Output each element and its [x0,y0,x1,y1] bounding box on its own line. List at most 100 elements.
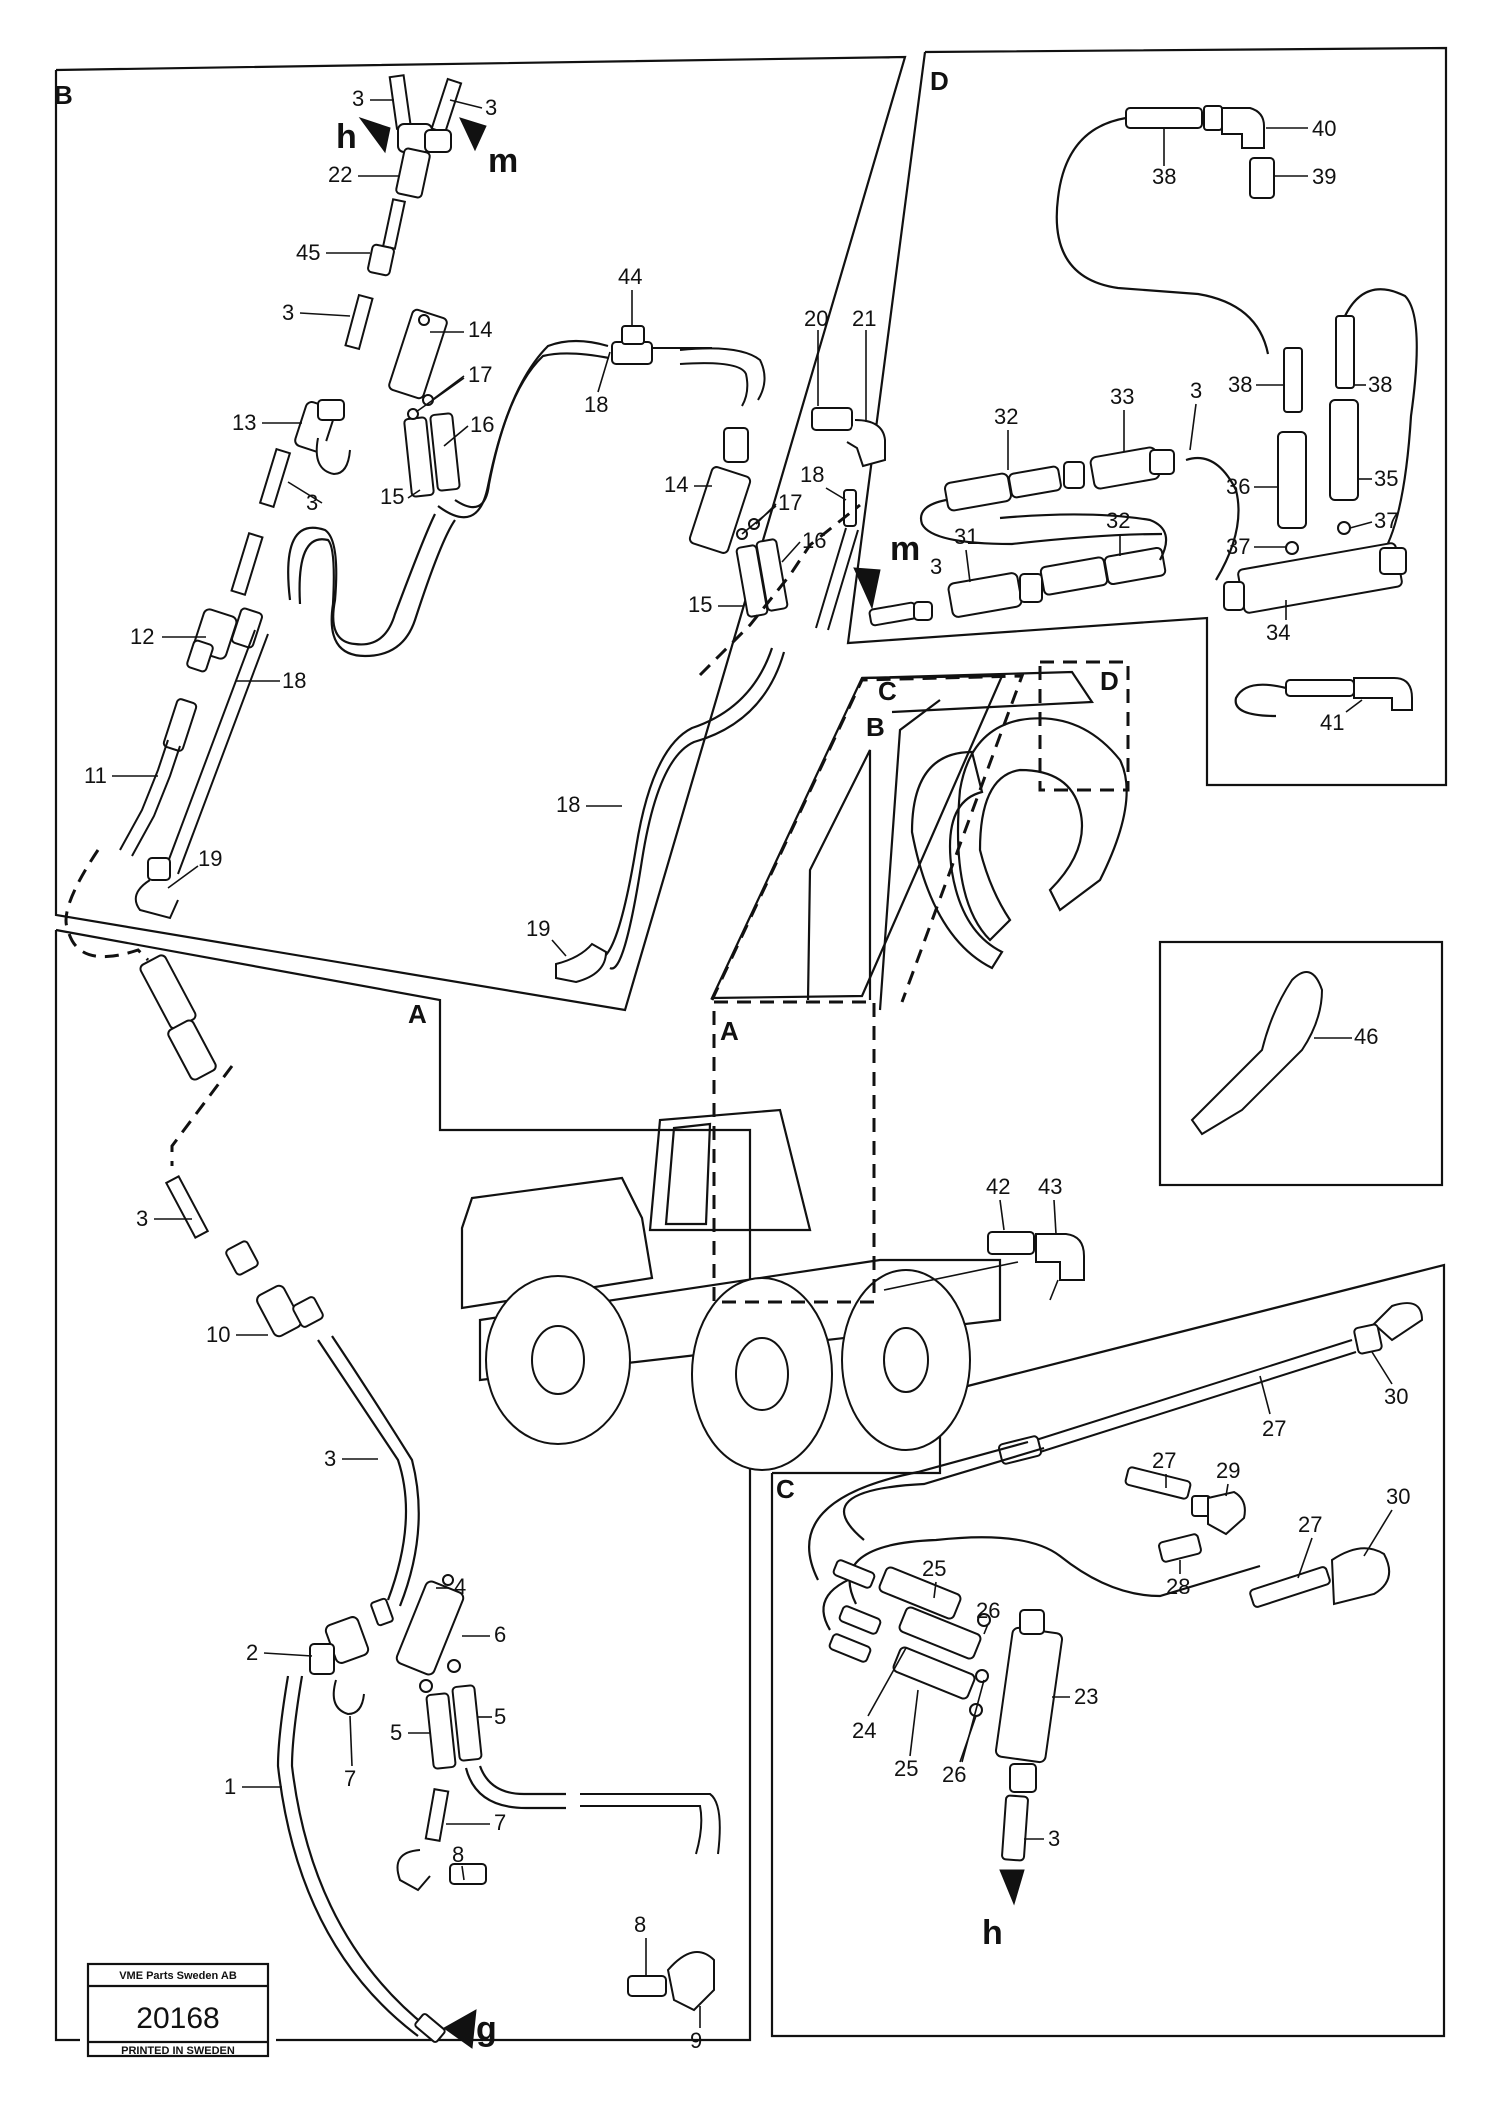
callout-a-8: 8 [634,1912,646,1937]
callout-c-29: 29 [1216,1458,1240,1483]
callout-a-7: 7 [494,1810,506,1835]
callout-d-31: 31 [954,524,978,549]
callout-d-41: 41 [1320,710,1344,735]
callout-d-38: 38 [1228,372,1252,397]
panel-b-parts [119,74,886,984]
callout-c-27: 27 [1152,1448,1176,1473]
drawing-stamp: VME Parts Sweden AB 20168 PRINTED IN SWE… [86,1962,270,2058]
section-label-c: C [776,1474,795,1504]
stamp-number: 20168 [136,2002,219,2035]
callout-b-3: 3 [282,300,294,325]
callout-c-25: 25 [894,1756,918,1781]
callout-c-26: 26 [976,1598,1000,1623]
callout-a-2: 2 [246,1640,258,1665]
callout-c-30: 30 [1386,1484,1410,1509]
section-label-b: B [54,80,73,110]
callout-d-40: 40 [1312,116,1336,141]
callout-b-20: 20 [804,306,828,331]
callout-42: 42 [986,1174,1010,1199]
machine-label-a: A [720,1016,739,1046]
callout-a-9: 9 [690,2028,702,2053]
callout-b-18: 18 [282,668,306,693]
section-label-a: A [408,999,427,1029]
panel-a-frame [54,928,752,2042]
callout-d-36: 36 [1226,474,1250,499]
callout-b-13: 13 [232,410,256,435]
callout-43: 43 [1038,1174,1062,1199]
callout-b-45: 45 [296,240,320,265]
callout-c-24: 24 [852,1718,876,1743]
callout-d-37: 37 [1374,508,1398,533]
panel-a-parts [139,954,721,2049]
callout-b-16: 16 [470,412,494,437]
callout-b-18: 18 [800,462,824,487]
callout-a-3: 3 [136,1206,148,1231]
panel-c-frame [770,1263,1446,2038]
panel-c-callouts: 27 30 27 29 30 27 28 25 26 23 24 25 26 3… [852,1351,1410,1952]
callout-d-39: 39 [1312,164,1336,189]
callout-d-32: 32 [994,404,1018,429]
callout-b-3: 3 [352,86,364,111]
callout-a-8: 8 [452,1842,464,1867]
callout-b-44: 44 [618,264,642,289]
callout-a-4: 4 [454,1574,466,1599]
cable-tie-46 [1190,971,1324,1136]
callout-d-37: 37 [1226,534,1250,559]
panel-b-callouts: 3 3 h m 22 45 3 14 17 13 16 15 3 12 18 1… [84,86,876,957]
callout-b-18: 18 [584,392,608,417]
callout-a-6: 6 [494,1622,506,1647]
marker-m: m [488,142,518,180]
marker-g: g [476,2010,497,2048]
callout-b-11: 11 [84,763,107,788]
stamp-company: VME Parts Sweden AB [119,1970,237,1982]
callout-b-14: 14 [468,317,492,342]
panel-b-frame [54,55,907,1012]
callout-c-26: 26 [942,1762,966,1787]
fittings-42-43 [987,1231,1085,1301]
callout-a-5: 5 [494,1704,506,1729]
callout-b-3: 3 [306,490,318,515]
callout-d-34: 34 [1266,620,1290,645]
callout-a-3: 3 [324,1446,336,1471]
marker-m: m [890,530,920,568]
callout-b-12: 12 [130,624,154,649]
callout-c-28: 28 [1166,1574,1190,1599]
callout-d-3: 3 [930,554,942,579]
machine-label-c: C [878,676,897,706]
callout-b-17: 17 [778,490,802,515]
dashed-hose-b-to-a [64,503,861,1166]
cable-tie-box [1158,940,1444,1187]
callout-c-3: 3 [1048,1826,1060,1851]
callout-46: 46 [1354,1024,1378,1049]
callout-d-38: 38 [1368,372,1392,397]
panel-a-callouts: 3 10 3 4 2 6 5 5 7 1 7 8 8 9 g [136,1206,702,2053]
callout-d-33: 33 [1110,384,1134,409]
callout-c-27: 27 [1262,1416,1286,1441]
callout-b-17: 17 [468,362,492,387]
callout-a-5: 5 [390,1720,402,1745]
machine-label-b: B [866,712,885,742]
callout-b-15: 15 [380,484,404,509]
callout-a-7: 7 [344,1766,356,1791]
callout-d-38: 38 [1152,164,1176,189]
marker-h: h [336,118,357,156]
callout-b-18: 18 [556,792,580,817]
callout-b-15: 15 [688,592,712,617]
callout-b-22: 22 [328,162,352,187]
machine-label-d: D [1100,666,1119,696]
marker-h: h [982,1914,1003,1952]
forwarder-machine [460,660,1130,1471]
panel-c-parts [808,1302,1424,1906]
callout-b-14: 14 [664,472,688,497]
section-label-d: D [930,66,949,96]
panel-d-frame [846,46,1448,787]
callout-c-25: 25 [922,1556,946,1581]
callout-b-3: 3 [485,95,497,120]
callout-c-23: 23 [1074,1684,1098,1709]
callout-c-30: 30 [1384,1384,1408,1409]
stamp-footer: PRINTED IN SWEDEN [121,2045,235,2057]
callout-d-35: 35 [1374,466,1398,491]
callout-b-19: 19 [526,916,550,941]
